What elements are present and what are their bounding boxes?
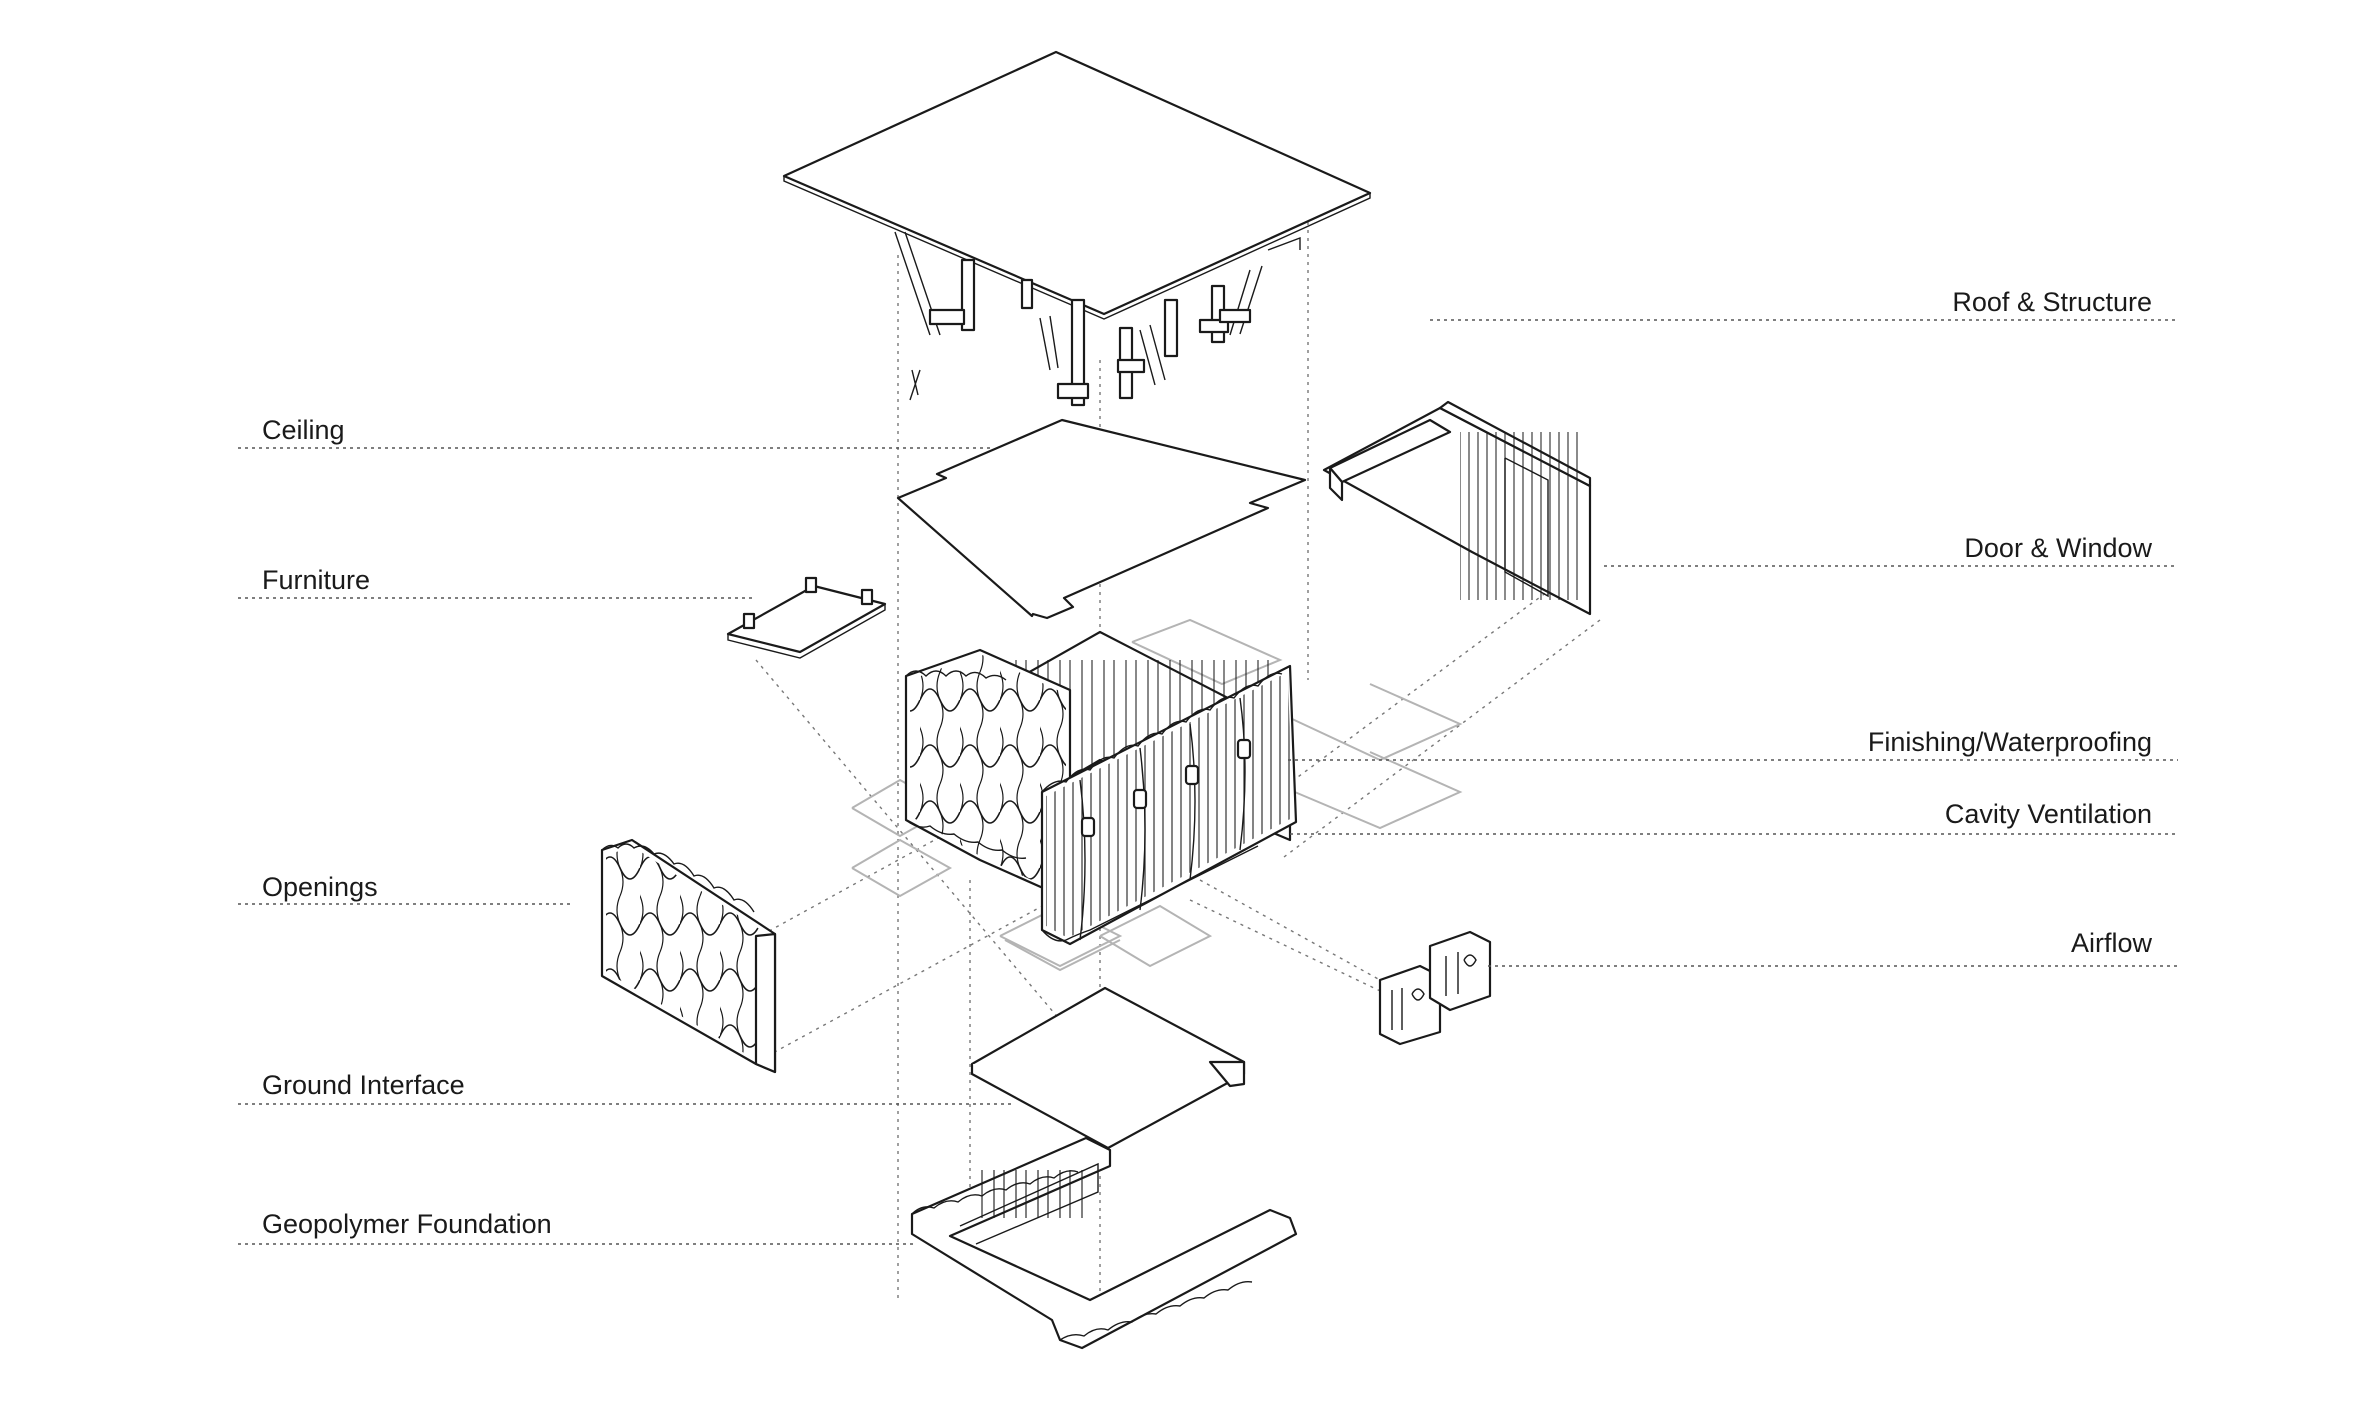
leader-lines [238,319,2178,1245]
label-roof-structure: Roof & Structure [1952,287,2152,317]
label-openings: Openings [262,872,378,902]
label-ground-interface: Ground Interface [262,1070,465,1100]
main-wall-body [851,618,1463,972]
labels: Roof & Structure Ceiling Door & Window F… [262,287,2152,1239]
wall-fixtures [1080,738,1252,838]
openings-wall [600,838,777,1074]
projection-guides [719,222,1601,1300]
label-airflow: Airflow [2071,928,2153,958]
label-cavity-ventilation: Cavity Ventilation [1945,799,2152,829]
door-window-unit [1322,400,1592,616]
front-wall-ridges [1079,697,1246,941]
label-ceiling: Ceiling [262,415,345,445]
label-finishing-waterproofing: Finishing/Waterproofing [1868,727,2152,757]
label-door-window: Door & Window [1964,533,2152,563]
ceiling-panel [896,418,1307,620]
airflow-modules [1378,930,1492,1046]
furniture-panel [726,576,887,659]
ground-interface-slab [970,986,1246,1150]
label-furniture: Furniture [262,565,370,595]
roof-columns [894,231,1301,407]
label-geopolymer-foundation: Geopolymer Foundation [262,1209,552,1239]
geopolymer-foundation [910,1136,1298,1350]
roof-structure [782,50,1372,407]
